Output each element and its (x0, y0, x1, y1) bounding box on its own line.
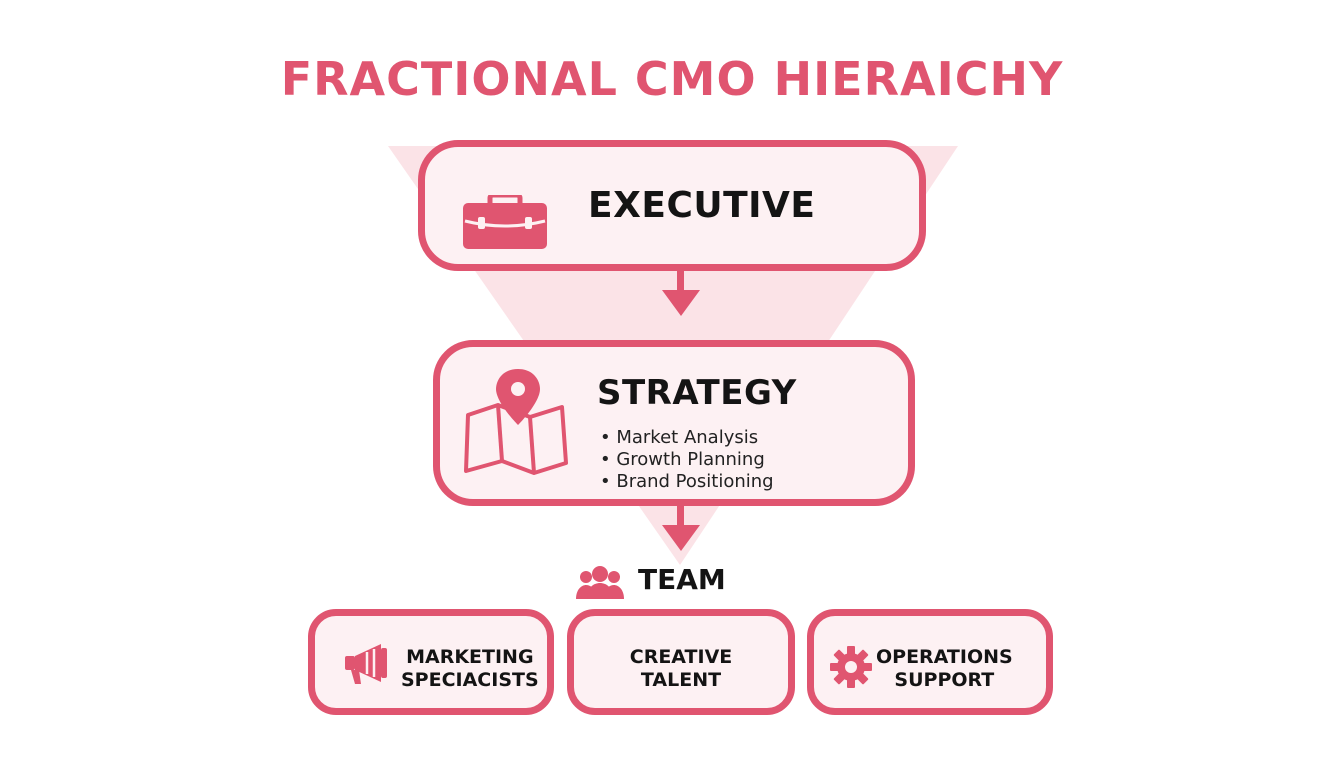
creative-label-line2: TALENT (640, 669, 722, 691)
strategy-bullet: Brand Positioning (600, 471, 773, 493)
operations-label-line2: SUPPORT (894, 669, 995, 691)
operations-support-box: OPERATIONS SUPPORT (807, 609, 1053, 715)
operations-label-line1: OPERATIONS (876, 646, 1013, 668)
marketing-label-line2: SPECIACISTS (401, 669, 539, 691)
diagram-title: FRACTIONAL CMO HIERAICHY (280, 52, 1064, 106)
strategy-bullet: Growth Planning (600, 449, 774, 471)
marketing-label-line1: MARKETING (406, 646, 534, 668)
briefcase-icon (463, 195, 547, 249)
executive-label: EXECUTIVE (588, 185, 816, 226)
strategy-bullet-list: Market Analysis Growth Planning Brand Po… (600, 427, 774, 493)
strategy-bullet: Market Analysis (600, 427, 774, 449)
arrow-executive-to-strategy (662, 270, 700, 316)
marketing-specialists-label: MARKETING SPECIACISTS (401, 646, 539, 692)
team-label: TEAM (638, 563, 726, 596)
megaphone-icon (345, 644, 387, 684)
creative-talent-box: CREATIVE TALENT (567, 609, 795, 715)
people-icon (576, 566, 624, 599)
strategy-label: STRATEGY (597, 373, 797, 413)
marketing-specialists-box: MARKETING SPECIACISTS (308, 609, 554, 715)
operations-support-label: OPERATIONS SUPPORT (876, 646, 1013, 692)
creative-label-line1: CREATIVE (629, 646, 733, 668)
strategy-box: STRATEGY Market Analysis Growth Planning… (433, 340, 915, 506)
executive-box: EXECUTIVE (418, 140, 926, 271)
map-pin-icon (464, 369, 568, 475)
creative-talent-label: CREATIVE TALENT (574, 646, 788, 692)
gear-icon (830, 646, 872, 688)
arrow-strategy-to-team (662, 505, 700, 551)
